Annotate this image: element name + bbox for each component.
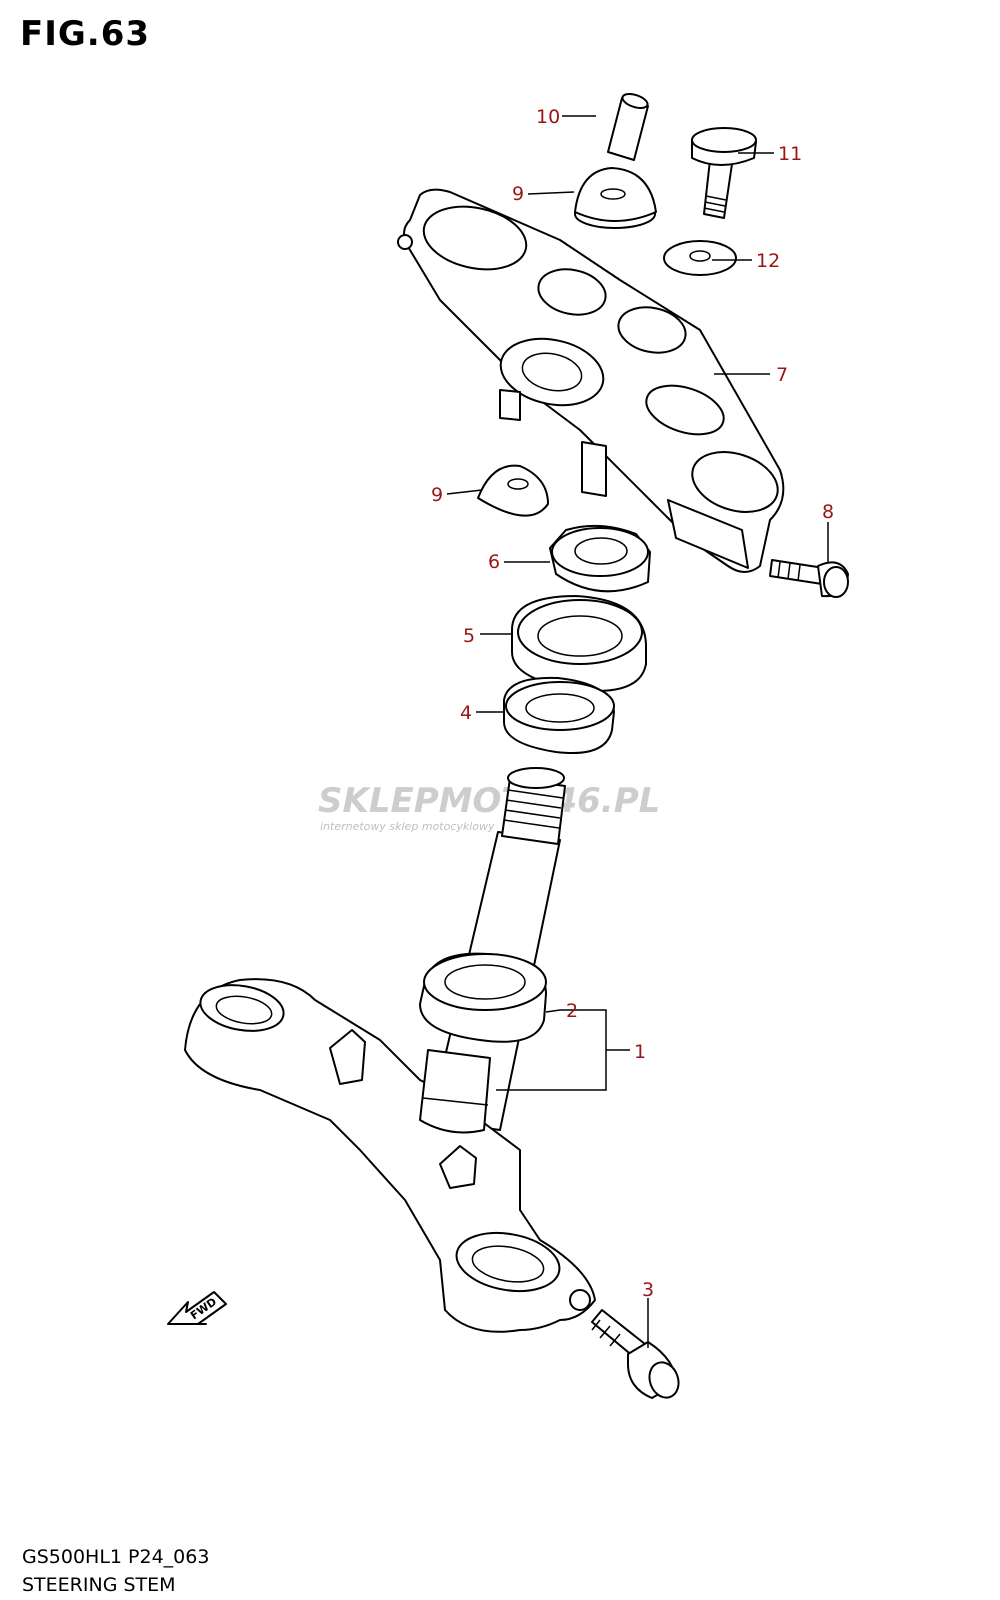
part-2-bearing <box>419 952 547 1043</box>
callout-2: 2 <box>566 1000 578 1022</box>
part-11-bolt <box>691 127 757 219</box>
figure-name: STEERING STEM <box>22 1574 176 1596</box>
callout-5: 5 <box>463 625 475 647</box>
part-10-pin <box>607 93 649 161</box>
callout-3: 3 <box>642 1279 654 1301</box>
callout-9-lower: 9 <box>431 484 443 506</box>
part-3-bolt <box>591 1309 680 1399</box>
fwd-direction-arrow: FWD <box>167 1291 227 1325</box>
watermark-tagline: internetowy sklep motocyklowy <box>320 820 495 833</box>
part-5-dust-seal <box>511 595 647 692</box>
callouts: 10 11 9 12 7 9 8 6 5 4 2 1 3 <box>431 106 834 1301</box>
leader-lines <box>446 115 829 1348</box>
part-7-upper-bracket <box>397 188 785 573</box>
watermark-brand: SKLEPMOTO46.PL <box>318 781 660 821</box>
callout-4: 4 <box>460 702 472 724</box>
part-12-washer <box>663 240 737 276</box>
part-9-lower-grommet <box>477 464 549 517</box>
part-1-steering-stem <box>184 767 596 1333</box>
watermark: SKLEPMOTO46.PL internetowy sklep motocyk… <box>318 781 660 833</box>
callout-12: 12 <box>756 250 780 272</box>
part-9-upper-grommet <box>574 167 657 229</box>
callout-10: 10 <box>536 106 560 128</box>
part-6-stem-nut <box>549 524 651 593</box>
callout-1: 1 <box>634 1041 646 1063</box>
figure-title: FIG.63 <box>20 14 151 54</box>
callout-7: 7 <box>776 364 788 386</box>
figure-code: GS500HL1 P24_063 <box>22 1546 210 1568</box>
part-4-bearing <box>503 676 615 754</box>
callout-9-upper: 9 <box>512 183 524 205</box>
callout-11: 11 <box>778 143 802 165</box>
callout-8: 8 <box>822 501 834 523</box>
callout-6: 6 <box>488 551 500 573</box>
part-8-bolt <box>769 559 849 598</box>
